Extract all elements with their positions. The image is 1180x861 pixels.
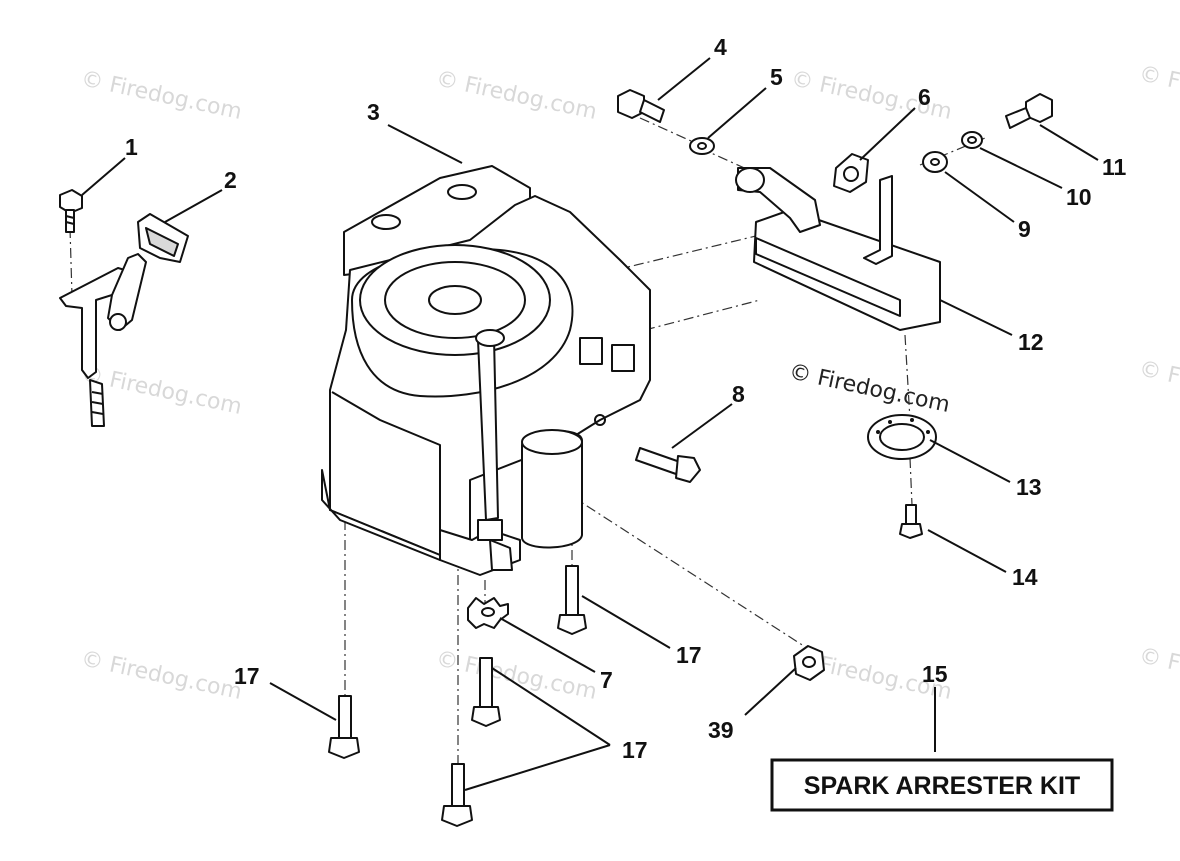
callout-4: 4 <box>714 34 727 60</box>
watermark-partial: © F <box>1137 643 1180 676</box>
muffler-part-12 <box>735 167 941 331</box>
callout-17: 17 <box>622 737 648 763</box>
bolt-part-8 <box>635 447 701 483</box>
callout-13: 13 <box>1016 474 1042 500</box>
callout-17: 17 <box>676 642 702 668</box>
callout-6: 6 <box>918 84 931 110</box>
gasket-part-6 <box>833 153 869 193</box>
bolt-part-1 <box>59 189 83 233</box>
lock-washer-part-10 <box>961 131 983 149</box>
engine-part-3 <box>321 165 651 576</box>
leader-lines <box>81 57 1099 791</box>
watermark-partial: © F <box>1137 356 1180 389</box>
callout-8: 8 <box>732 381 745 407</box>
bolt-part-11 <box>1005 93 1053 129</box>
watermark: © Firedog.com <box>79 646 244 704</box>
star-washer-part-7 <box>467 597 509 629</box>
washer-part-9 <box>922 151 948 173</box>
bolt-part-17 <box>328 695 360 759</box>
callout-11: 11 <box>1102 154 1127 180</box>
callout-2: 2 <box>224 167 237 193</box>
callout-12: 12 <box>1018 329 1044 355</box>
bolt-part-17 <box>441 763 473 827</box>
bolt-part-4 <box>617 89 665 123</box>
kit-label-text: SPARK ARRESTER KIT <box>804 772 1080 800</box>
bolt-part-17 <box>557 565 587 635</box>
watermark: © Firedog.com <box>434 66 599 124</box>
callout-3: 3 <box>367 99 380 125</box>
callout-39: 39 <box>708 717 734 743</box>
callout-10: 10 <box>1066 184 1092 210</box>
callout-17: 17 <box>234 663 260 689</box>
spark-arrester-screen-part-13 <box>867 414 937 460</box>
callout-7: 7 <box>600 667 613 693</box>
watermark-partial: © F <box>1137 61 1180 94</box>
callout-1: 1 <box>125 134 138 160</box>
nut-part-39 <box>793 645 825 681</box>
spark-arrester-kit-label: SPARK ARRESTER KIT <box>770 758 1114 812</box>
watermark-dark: © Firedog.com <box>787 359 952 417</box>
screw-part-14 <box>899 504 923 539</box>
bolt-part-17 <box>471 657 501 727</box>
callout-5: 5 <box>770 64 783 90</box>
callout-numbers: 1 2 3 4 5 6 11 10 9 12 8 13 14 15 7 17 1… <box>125 34 1127 763</box>
callout-14: 14 <box>1012 564 1038 590</box>
callout-15: 15 <box>922 661 948 687</box>
watermark: © Firedog.com <box>79 66 244 124</box>
callout-9: 9 <box>1018 216 1031 242</box>
washer-part-5 <box>689 137 715 155</box>
throttle-control-part-2 <box>59 213 189 427</box>
